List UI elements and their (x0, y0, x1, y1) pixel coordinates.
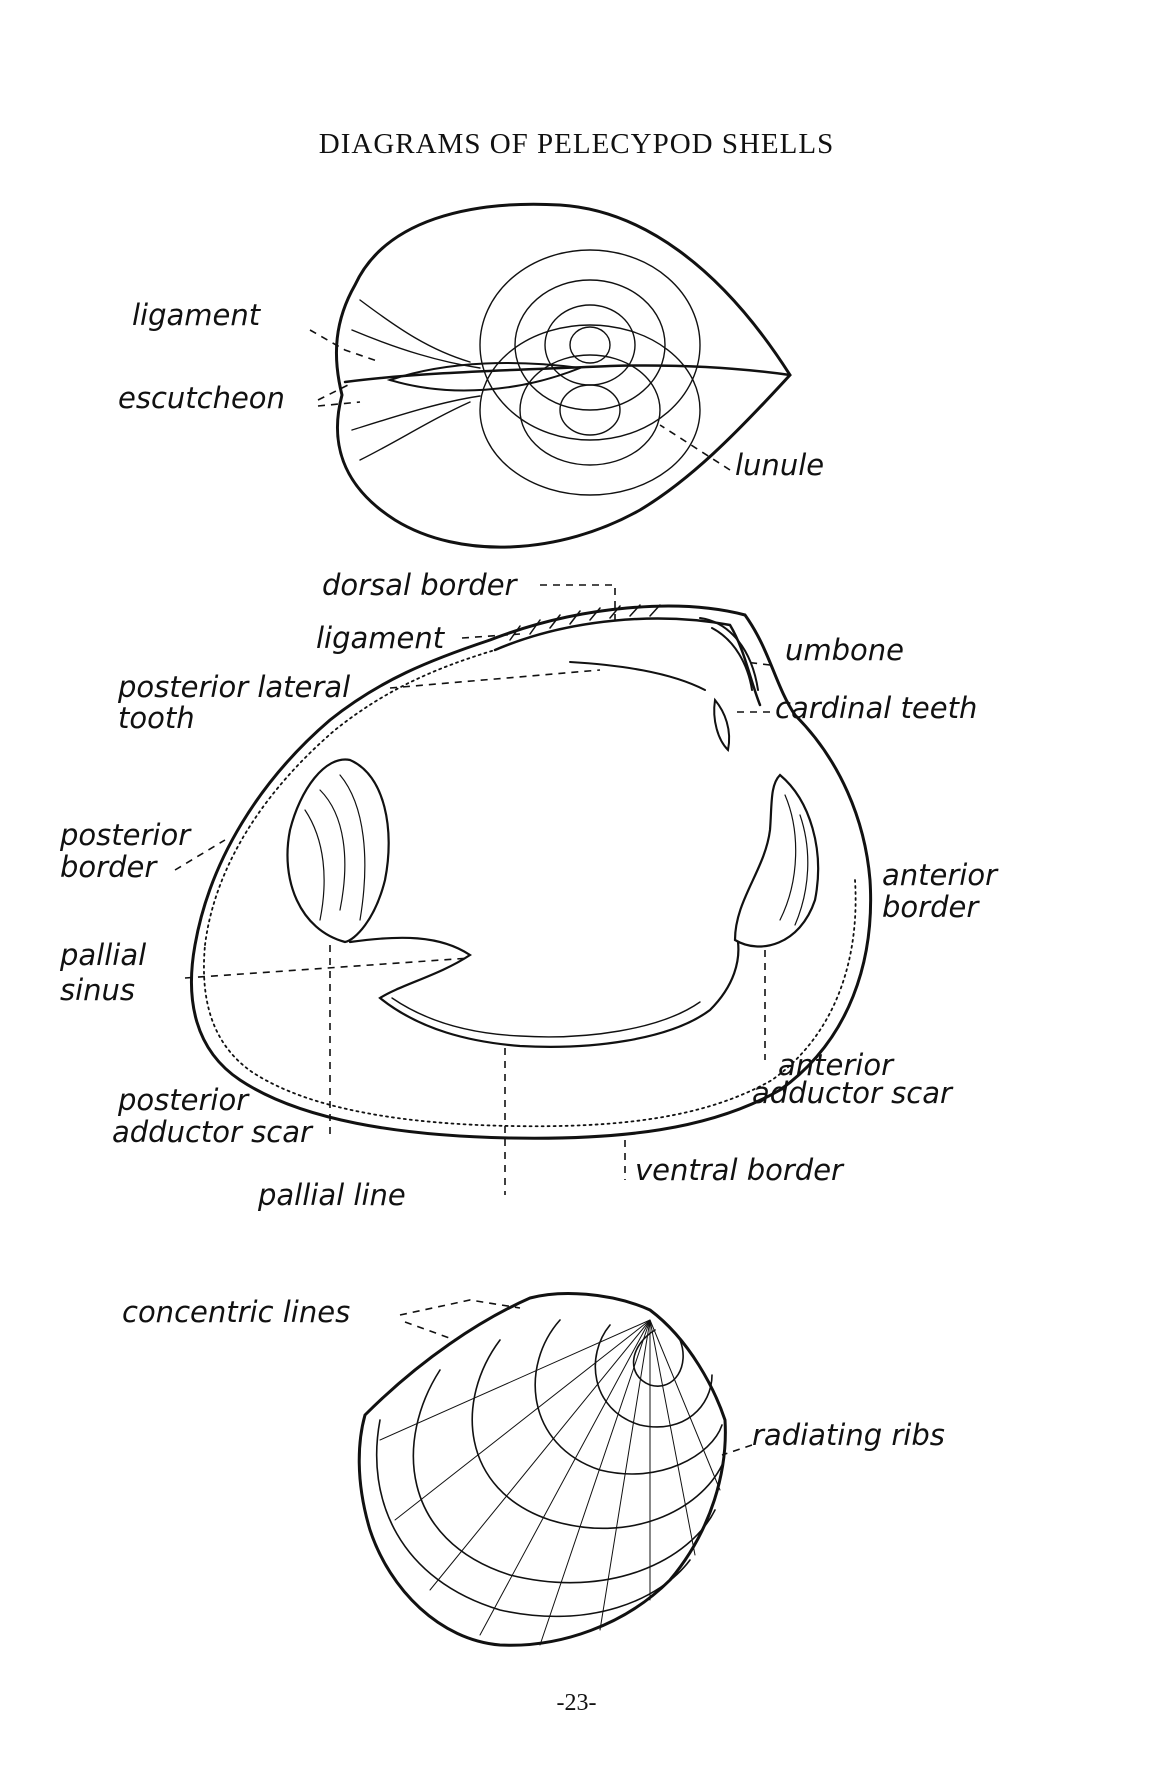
ligament-leader (461, 633, 521, 639)
label-escutcheon: escutcheon (118, 381, 285, 415)
label-ventral-border: ventral border (635, 1153, 845, 1187)
label-concentric-lines: concentric lines (122, 1295, 350, 1329)
label-posterior-adductor-scar-2: adductor scar (112, 1115, 314, 1149)
umbone-whorl (699, 617, 759, 691)
label-pallial-line: pallial line (257, 1178, 406, 1212)
label-posterior-lateral-tooth-2: tooth (118, 701, 195, 735)
lateral-tooth (569, 661, 706, 691)
posterior-lateral-tooth-leader (389, 669, 601, 689)
figure-top-view: ligament escutcheon lunule (118, 202, 824, 549)
label-anterior-adductor-scar-1: anterior (778, 1048, 895, 1082)
exterior-outline (357, 1292, 727, 1647)
exterior-radiating-ribs (379, 1319, 721, 1646)
label-ligament-top: ligament (132, 298, 262, 332)
umbone-leader (744, 661, 771, 666)
interior-crenulated-margin (203, 649, 857, 1128)
label-anterior-adductor-scar-2: adductor scar (752, 1076, 954, 1110)
label-ligament-interior: ligament (316, 621, 446, 655)
cardinal-teeth-shape (713, 697, 731, 753)
dorsal-border-leader (540, 584, 616, 625)
label-posterior-adductor-scar-1: posterior (117, 1083, 250, 1117)
label-lunule: lunule (735, 448, 824, 482)
top-lunule-leader (659, 424, 731, 471)
figure-interior-view: dorsal border ligament umbone posterior … (59, 568, 999, 1212)
label-cardinal-teeth: cardinal teeth (775, 691, 977, 725)
label-pallial-sinus-1: pallial (59, 938, 146, 972)
anterior-adductor-scar (733, 773, 820, 948)
top-view-hinge-line (343, 364, 792, 384)
pallial-line-shape (348, 936, 740, 1048)
posterior-adductor-scar (286, 758, 390, 944)
top-view-outline (334, 202, 792, 549)
top-escutcheon-leader (317, 383, 361, 407)
page-title: DIAGRAMS OF PELECYPOD SHELLS (318, 128, 835, 160)
label-umbone: umbone (785, 633, 904, 667)
label-anterior-border-1: anterior (882, 858, 999, 892)
anterior-scar-lines (779, 794, 809, 926)
interior-outer-outline (189, 604, 873, 1140)
posterior-border-leader (174, 839, 226, 871)
top-view-growth-lines (351, 249, 701, 496)
top-view-escutcheon (386, 362, 584, 392)
top-ligament-leader (309, 329, 381, 363)
ligament-stripes (509, 604, 661, 641)
hinge-plate (493, 617, 762, 707)
label-posterior-lateral-tooth-1: posterior lateral (117, 670, 350, 704)
label-radiating-ribs: radiating ribs (752, 1418, 945, 1452)
label-posterior-border-1: posterior (59, 818, 192, 852)
label-dorsal-border: dorsal border (322, 568, 519, 602)
radiating-ribs-leader (721, 1444, 753, 1456)
concentric-lines-leader (399, 1299, 521, 1341)
pallial-line-inner (391, 997, 701, 1038)
label-posterior-border-2: border (60, 850, 158, 884)
posterior-scar-lines (304, 774, 366, 921)
label-anterior-border-2: border (882, 890, 980, 924)
page-number: -23- (556, 1690, 597, 1716)
pallial-sinus-leader (184, 957, 471, 979)
figure-exterior-view: concentric lines radiating ribs (122, 1292, 945, 1647)
label-pallial-sinus-2: sinus (60, 973, 135, 1007)
